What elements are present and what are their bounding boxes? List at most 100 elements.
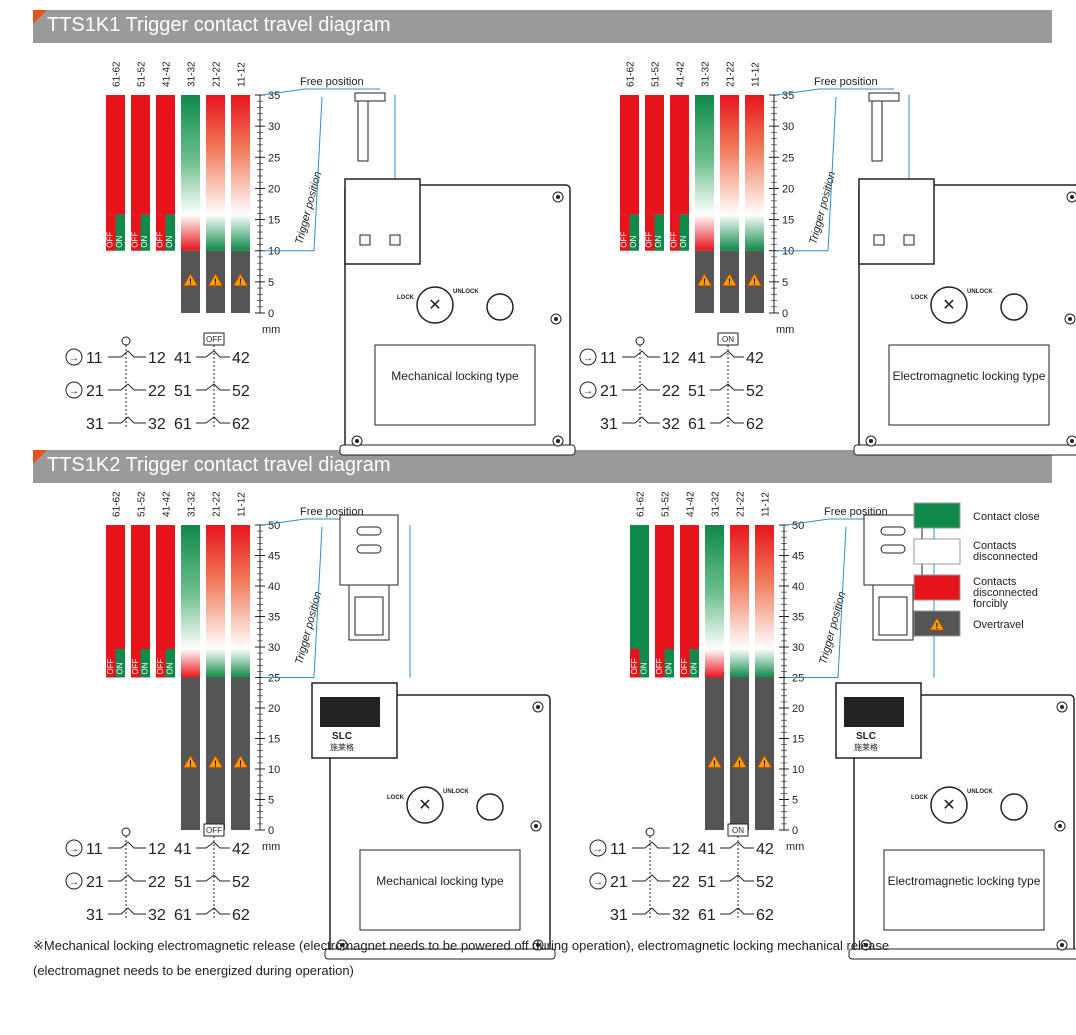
contact-bar-gradient [695,95,714,215]
lock-label: LOCK [911,295,929,301]
screw-center [556,195,560,199]
terminal-number: 22 [662,383,680,400]
terminal-number: 12 [672,841,690,858]
contact-bar-transition [720,214,739,251]
contact-bar-transition [181,649,200,678]
contact-bar-gradient [720,95,739,215]
switch-on-label: ON [639,662,648,674]
column-label: 51-52 [651,61,662,87]
trigger-position-leader [262,526,323,678]
legend-label: Contacts [973,576,1017,588]
overtravel-warning-icon [731,754,748,768]
arrow-glyph: → [593,844,603,855]
circuit-actuator-symbol [121,336,131,346]
contact-symbol [196,907,230,915]
screw-center [554,317,558,321]
switch-on-label: ON [140,662,149,674]
scale-tick-label: 40 [792,581,804,593]
overtravel-warning-icon [721,272,738,287]
terminal-number: 21 [86,383,104,400]
switch-off-block [655,649,665,678]
contact-symbol [720,841,754,849]
switch-off-block [645,214,655,251]
switch-off-block [106,649,116,678]
terminal-number: 52 [746,383,764,400]
head-slot [844,697,904,727]
arrow-glyph: → [593,877,603,888]
contact-bar-transition [231,214,250,251]
overtravel-bar [181,677,200,830]
unit-label: mm [262,324,280,336]
terminal-number: 61 [688,416,706,433]
scale-tick-label: 0 [268,825,274,837]
terminal-number: 21 [600,383,618,400]
header-accent [33,450,47,464]
terminal-number: 12 [148,841,166,858]
legend-swatch [913,538,961,565]
overtravel-warning-icon [232,272,249,287]
head-window [873,234,885,246]
legend-label: Overtravel [973,619,1024,631]
switch-base [339,444,576,456]
terminal-number: 61 [698,907,716,924]
scale-tick-label: 25 [268,152,280,164]
switch-off-label: OFF [630,658,639,674]
head-window [389,234,401,246]
contact-bar-gradient [181,525,200,649]
switch-off-label: OFF [106,658,115,674]
terminal-number: 11 [600,350,617,367]
contact-bar-transition [745,214,764,251]
legend-label: Contacts [973,540,1017,552]
switch-on-block [664,649,674,678]
terminal-number: 61 [174,416,192,433]
terminal-number: 51 [698,874,716,891]
arrow-glyph: → [583,386,593,397]
column-label: 21-22 [726,61,737,87]
switch-off-block [106,214,116,251]
switch-off-label: OFF [655,658,664,674]
overtravel-warning-icon [182,754,199,768]
scale-tick-label: 35 [268,612,280,624]
circuit-arrow-icon [65,381,83,399]
switch-on-label: ON [115,235,124,247]
circuit-arrow-icon [65,348,83,366]
overtravel-bar [730,677,749,830]
warning-mark: ! [189,278,192,287]
legend-label: forcibly [973,598,1008,610]
overtravel-bar [206,677,225,830]
scale-tick-label: 10 [782,246,794,258]
lock-knob [930,286,968,324]
switch-on-block [115,649,125,678]
overtravel-warning-icon [929,617,945,631]
warning-mark: ! [753,278,756,287]
contact-symbol [720,907,754,915]
circuit-state-label: OFF [206,826,222,835]
scale-tick-label: 5 [268,277,274,289]
terminal-number: 22 [672,874,690,891]
actuator-slot [356,526,382,536]
terminal-number: 42 [746,350,764,367]
terminal-number: 62 [232,907,250,924]
legend-label: disconnected [973,551,1038,563]
terminal-number: 31 [86,907,104,924]
contact-bar-gradient [705,525,724,649]
scale-tick-label: 0 [268,308,274,320]
warning-mark: ! [763,760,766,769]
terminal-number: 22 [148,874,166,891]
arrow-glyph: → [69,877,79,888]
actuator-slot [356,544,382,554]
type-label-box [888,344,1050,426]
type-label: Electromagnetic locking type [888,874,1041,888]
lock-knob-cross-icon: ✕ [942,797,955,814]
arrow-glyph: → [69,353,79,364]
terminal-number: 52 [756,874,774,891]
screw-center [340,943,344,947]
terminal-number: 32 [148,416,166,433]
scale-tick-label: 30 [268,121,280,133]
contact-symbol [622,416,660,424]
screw-center [869,439,873,443]
switch-base [853,444,1076,456]
switch-off-label: OFF [645,232,654,248]
